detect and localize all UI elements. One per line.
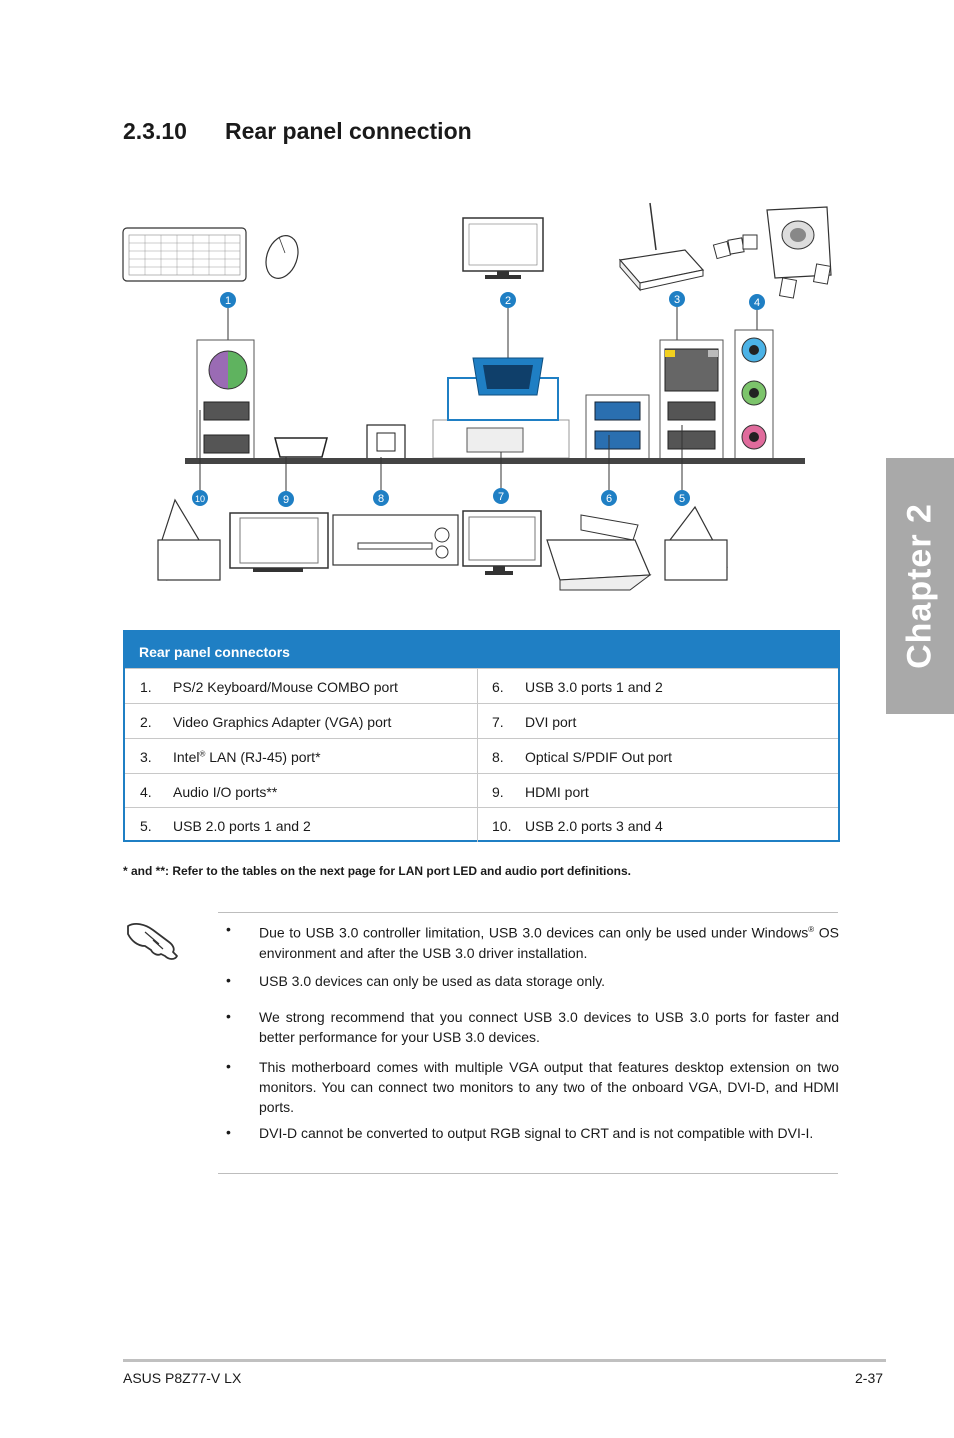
item-label: Audio I/O ports**: [173, 784, 278, 800]
item-number: 2.: [140, 714, 152, 730]
av-receiver-illustration: [332, 514, 459, 566]
section-number: 2.3.10: [123, 118, 187, 144]
usb-device-illustration-right: [664, 505, 728, 581]
router-illustration: [618, 202, 705, 292]
svg-text:6: 6: [606, 493, 612, 505]
bullet: •: [226, 1124, 231, 1140]
svg-text:9: 9: [283, 494, 289, 506]
monitor-illustration-bottom: [462, 510, 542, 575]
monitor-illustration-top: [462, 217, 544, 279]
item-number: 5.: [140, 818, 152, 834]
rear-panel-connectors-table: Rear panel connectors 1. PS/2 Keyboard/M…: [123, 630, 840, 842]
section-title: Rear panel connection: [225, 118, 472, 144]
callout-6: 6: [601, 435, 617, 506]
table-row: 2. Video Graphics Adapter (VGA) port 7. …: [125, 703, 838, 738]
item-number: 7.: [492, 714, 504, 730]
item-label: USB 2.0 ports 3 and 4: [525, 818, 663, 834]
footnote: * and **: Refer to the tables on the nex…: [123, 864, 632, 878]
svg-text:5: 5: [679, 493, 685, 505]
item-label: PS/2 Keyboard/Mouse COMBO port: [173, 679, 398, 695]
printer-illustration: [546, 514, 652, 591]
item-number: 4.: [140, 784, 152, 800]
note-item: DVI-D cannot be converted to output RGB …: [259, 1125, 814, 1141]
bullet: •: [226, 972, 231, 988]
note-top-rule: [218, 912, 838, 913]
note-item: Due to USB 3.0 controller limitation, US…: [259, 924, 839, 961]
note-item: We strong recommend that you connect USB…: [259, 1009, 839, 1045]
callout-8: 8: [373, 457, 389, 506]
bullet: •: [226, 921, 231, 937]
table-row: 3. Intel® LAN (RJ-45) port* 8. Optical S…: [125, 738, 838, 773]
item-number: 3.: [140, 749, 152, 765]
chapter-tab: Chapter 2: [886, 458, 954, 714]
keyboard-illustration: [122, 227, 247, 282]
item-number: 6.: [492, 679, 504, 695]
svg-text:7: 7: [498, 491, 504, 503]
item-number: 8.: [492, 749, 504, 765]
bullet: •: [226, 1008, 231, 1024]
callout-5: 5: [674, 425, 690, 506]
footer-product-name: ASUS P8Z77-V LX: [123, 1370, 242, 1386]
speakers-illustration: [712, 206, 832, 299]
chapter-tab-label: Chapter 2: [900, 503, 939, 669]
mouse-illustration: [265, 235, 299, 279]
item-label: DVI port: [525, 714, 577, 730]
table-row: 1. PS/2 Keyboard/Mouse COMBO port 6. USB…: [125, 668, 838, 703]
item-number: 10.: [492, 818, 512, 834]
hand-note-icon: [127, 923, 178, 960]
item-label: HDMI port: [525, 784, 589, 800]
item-number: 1.: [140, 679, 152, 695]
item-label: Intel® LAN (RJ-45) port*: [173, 749, 321, 765]
footer-rule: [123, 1359, 886, 1362]
hdtv-illustration: [229, 512, 329, 572]
note-bottom-rule: [218, 1173, 838, 1174]
table-header: Rear panel connectors: [125, 632, 838, 668]
footer-page-number: 2-37: [855, 1370, 884, 1386]
rear-panel-diagram: 1 2 3 4: [122, 202, 832, 591]
svg-text:10: 10: [195, 494, 205, 504]
bullet: •: [226, 1058, 231, 1074]
table-row: 5. USB 2.0 ports 1 and 2 10. USB 2.0 por…: [125, 807, 838, 842]
svg-text:3: 3: [674, 294, 680, 306]
callout-10: 10: [192, 410, 208, 506]
note-item: This motherboard comes with multiple VGA…: [259, 1059, 839, 1115]
item-number: 9.: [492, 784, 504, 800]
svg-text:8: 8: [378, 493, 384, 505]
table-row: 4. Audio I/O ports** 9. HDMI port: [125, 773, 838, 808]
note-item: USB 3.0 devices can only be used as data…: [259, 973, 606, 989]
item-label: Optical S/PDIF Out port: [525, 749, 673, 765]
svg-text:2: 2: [505, 295, 511, 307]
item-label: USB 2.0 ports 1 and 2: [173, 818, 311, 834]
usb-device-illustration-left: [157, 498, 221, 581]
svg-text:4: 4: [754, 297, 760, 309]
svg-text:1: 1: [225, 295, 231, 307]
callout-7: 7: [493, 452, 509, 504]
table-header-label: Rear panel connectors: [139, 644, 290, 660]
callout-9: 9: [278, 457, 294, 507]
item-label: Video Graphics Adapter (VGA) port: [173, 714, 392, 730]
item-label: USB 3.0 ports 1 and 2: [525, 679, 663, 695]
io-panel: [185, 329, 805, 464]
